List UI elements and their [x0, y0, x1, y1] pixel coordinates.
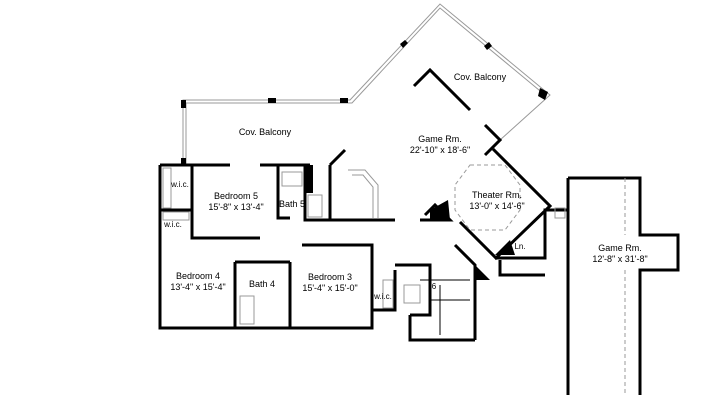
- room-label: Bedroom 5: [214, 191, 258, 201]
- closet-label: w.i.c.: [163, 220, 182, 229]
- room-dims: 15'-4" x 15'-0": [302, 283, 357, 293]
- room-dims: 22'-10" x 18'-6": [410, 145, 470, 155]
- room-dims: 12'-8" x 31'-8": [592, 254, 647, 264]
- room-label: Cov. Balcony: [239, 127, 292, 137]
- balcony-rails: [181, 3, 551, 166]
- room-label: Bath 4: [249, 279, 275, 289]
- room-label: Theater Rm.: [472, 190, 522, 200]
- room-label: Bedroom 4: [176, 271, 220, 281]
- stair-marker: 6: [432, 282, 437, 291]
- closet-label: w.i.c.: [373, 292, 392, 301]
- closet-label: w.i.c.: [170, 180, 189, 189]
- room-label: Game Rm.: [418, 134, 462, 144]
- room-dims: 13'-0" x 14'-6": [469, 201, 524, 211]
- room-label: Game Rm.: [598, 243, 642, 253]
- walls: [158, 67, 680, 395]
- room-labels: Cov. Balcony Cov. Balcony Game Rm. 22'-1…: [163, 72, 648, 301]
- linen-label: Ln.: [514, 242, 525, 251]
- room-label: Cov. Balcony: [454, 72, 507, 82]
- room-label: Bedroom 3: [308, 272, 352, 282]
- room-dims: 15'-8" x 13'-4": [208, 202, 263, 212]
- room-dims: 13'-4" x 15'-4": [170, 282, 225, 292]
- room-label: Bath 5: [279, 199, 305, 209]
